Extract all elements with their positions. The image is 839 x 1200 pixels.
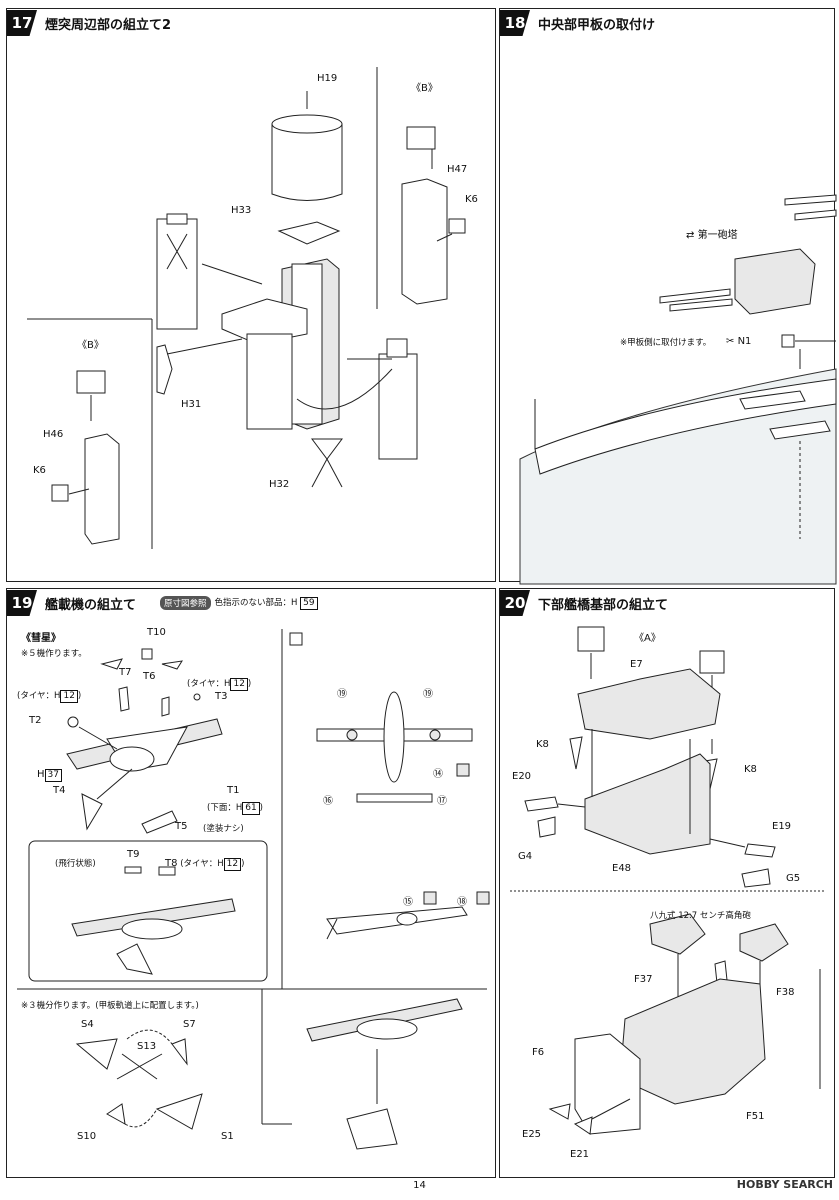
watermark: HOBBY SEARCH [736, 1178, 833, 1191]
step-19-header: 19 艦載機の組立て 原寸図参照 色指示のない部品：H 59 [7, 589, 318, 617]
label-t6: T6 [143, 671, 156, 682]
step-title: 中央部甲板の取付け [538, 17, 656, 33]
plane-name: 《彗星》 [21, 633, 61, 644]
step-17-panel: 17 煙突周辺部の組立て2 [6, 8, 496, 582]
step-18-diagram [519, 194, 837, 585]
label-e20: E20 [512, 771, 532, 782]
color-note: 色指示のない部品：H 59 [215, 596, 318, 610]
label-t5: T5 [175, 821, 188, 832]
label-h46: H46 [43, 429, 64, 440]
label-e21: E21 [570, 1149, 590, 1160]
label-h32: H32 [269, 479, 290, 490]
make-3-note: ※３機分作ります。(甲板軌道上に配置します。) [21, 1001, 199, 1011]
make-5-note: ※５機作ります。 [21, 649, 87, 659]
label-h19: H19 [317, 73, 338, 84]
step-title: 煙突周辺部の組立て2 [45, 17, 172, 33]
label-t3: T3 [215, 691, 228, 702]
label-e7: E7 [630, 659, 643, 670]
label-f6: F6 [532, 1047, 545, 1058]
step-17-diagram [27, 67, 466, 549]
step-18-header: 18 中央部甲板の取付け [500, 9, 655, 37]
deck-side-note: ※甲板側に取付けます。 [620, 338, 712, 348]
label-g4: G4 [518, 851, 533, 862]
label-s7: S7 [183, 1019, 196, 1030]
step-19-panel: 19 艦載機の組立て 原寸図参照 色指示のない部品：H 59 [6, 588, 496, 1178]
label-f51: F51 [746, 1111, 765, 1122]
label-f38: F38 [776, 987, 795, 998]
decal-19-left: ⑲ [337, 689, 347, 700]
label-t2: T2 [29, 715, 42, 726]
label-k8-left: K8 [536, 739, 549, 750]
label-f37: F37 [634, 974, 653, 985]
step-number: 20 [500, 590, 530, 616]
label-b-top: 《B》 [411, 83, 438, 94]
decal-18: ⑱ [457, 897, 467, 908]
label-n1: ✂ N1 [726, 336, 752, 347]
label-g5: G5 [786, 873, 801, 884]
label-b-left: 《B》 [77, 340, 104, 351]
label-h33: H33 [231, 205, 252, 216]
label-e25: E25 [522, 1129, 542, 1140]
step-number: 17 [7, 10, 37, 36]
step-20-panel: 20 下部艦橋基部の組立て [499, 588, 835, 1178]
label-a: 《A》 [634, 633, 661, 644]
label-e19: E19 [772, 821, 792, 832]
label-h47: H47 [447, 164, 468, 175]
label-k6-right: K6 [465, 194, 478, 205]
step-20-header: 20 下部艦橋基部の組立て [500, 589, 668, 617]
label-s4: S4 [81, 1019, 94, 1030]
turret-label: ⇄ 第一砲塔 [686, 230, 738, 241]
label-t10: T10 [147, 627, 166, 638]
decal-19-right: ⑲ [423, 689, 433, 700]
label-s13: S13 [137, 1041, 157, 1052]
label-h31: H31 [181, 399, 202, 410]
t5-note: (塗装ナシ) [203, 824, 244, 834]
step-17-header: 17 煙突周辺部の組立て2 [7, 9, 171, 37]
step-title: 艦載機の組立て [45, 597, 137, 613]
step-20-diagram [510, 626, 826, 1135]
label-t7: T7 [119, 667, 132, 678]
label-e48: E48 [612, 863, 632, 874]
decal-16: ⑯ [323, 796, 333, 807]
step-18-panel: 18 中央部甲板の取付け ⇄ 第一砲塔 ※甲板側に取付けます。 ✂ N1 [499, 8, 837, 585]
decal-15: ⑮ [403, 897, 413, 908]
label-k8-right: K8 [744, 764, 757, 775]
decal-17: ⑰ [437, 796, 447, 807]
label-t9: T9 [127, 849, 140, 860]
page-number: 14 [413, 1180, 426, 1191]
label-s10: S10 [77, 1131, 97, 1142]
step-title: 下部艦橋基部の組立て [538, 597, 669, 613]
label-k6-left: K6 [33, 465, 46, 476]
label-s1: S1 [221, 1131, 234, 1142]
ref-badge: 原寸図参照 [160, 596, 211, 610]
flip-icon: ⇄ [686, 230, 695, 241]
decal-14: ⑭ [433, 769, 443, 780]
label-t4: T4 [53, 785, 66, 796]
label-t1: T1 [227, 785, 240, 796]
gun-label: 八九式 12.7 センチ高角砲 [650, 911, 751, 921]
flying-state-label: (飛行状態) [55, 859, 96, 869]
cut-icon: ✂ [726, 336, 735, 347]
step-19-diagram [17, 629, 490, 1150]
